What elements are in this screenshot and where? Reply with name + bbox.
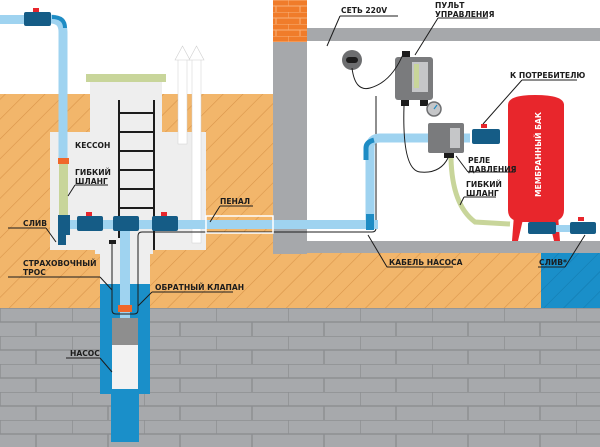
tank-leg-left: [512, 215, 524, 241]
house-brick-wall: [273, 0, 307, 42]
valve-handle: [33, 8, 39, 12]
valve-top: [24, 12, 51, 26]
relay-display: [450, 128, 460, 148]
caisson-lid: [86, 74, 166, 82]
pump-cable: [111, 96, 377, 315]
power-cable: [351, 51, 405, 90]
main-water-pipe: [60, 220, 378, 229]
drain-pit: [541, 252, 600, 309]
rope-anchor: [109, 240, 116, 244]
consumer-valve-handle: [481, 124, 487, 128]
tank-drain-pipe: [556, 225, 570, 232]
label-pressure-relay-1: РЕЛЕ: [468, 156, 490, 165]
panel-connector-1: [401, 100, 409, 106]
label-safety-rope-2: ТРОС: [23, 268, 46, 277]
socket-holes: [346, 57, 358, 63]
penal-sleeve: [205, 215, 274, 234]
relay-cable: [403, 105, 449, 173]
label-flex-hose-left-1: ГИБКИЙ: [75, 168, 111, 177]
control-panel-indicators: [414, 64, 419, 88]
riser-pipe: [120, 222, 130, 318]
label-leaders: [8, 15, 586, 373]
valve-1: [77, 216, 103, 231]
check-valve: [118, 305, 132, 312]
panel-connector-top: [402, 51, 410, 57]
pipe-bend: [51, 15, 67, 29]
tank-valve: [528, 222, 556, 234]
caisson-neck: [90, 82, 162, 134]
flex-hose-right: [448, 157, 511, 227]
pipe-elbow: [363, 137, 375, 160]
inlet-pipe: [0, 15, 30, 24]
flex-hose-left: [59, 164, 68, 220]
vent-pipe-2: [191, 57, 202, 244]
label-flex-hose-right-2: ШЛАНГ: [466, 189, 499, 198]
label-pump: НАСОС: [70, 349, 100, 358]
drain-valve-right: [570, 222, 596, 234]
well-water-lower: [111, 392, 139, 442]
label-drain-left: СЛИВ: [23, 219, 47, 228]
label-flex-hose-right-1: ГИБКИЙ: [466, 180, 502, 189]
drain-valve-handle: [578, 217, 584, 221]
vent-arrow-1: [174, 45, 191, 61]
vertical-pipe: [49, 14, 68, 160]
label-network: СЕТЬ 220V: [341, 6, 387, 15]
label-membrane-tank: МЕМБРАННЫЙ БАК: [534, 111, 543, 197]
tee-fitting: [58, 215, 70, 235]
gauge-needle: [433, 104, 438, 110]
vent-arrow-2: [188, 45, 205, 61]
pipe-elbow-bottom: [366, 214, 374, 230]
label-caisson: КЕССОН: [75, 141, 110, 150]
pump-motor: [112, 318, 138, 345]
vent-pipe-1: [177, 57, 188, 145]
label-safety-rope-1: СТРАХОВОЧНЫЙ: [23, 259, 96, 268]
label-pump-cable: КАБЕЛЬ НАСОСА: [389, 258, 463, 267]
rock-layer: [0, 308, 600, 447]
label-control-panel-1: ПУЛЬТ: [435, 1, 465, 10]
label-to-consumer: К ПОТРЕБИТЕЛЮ: [510, 71, 585, 80]
label-check-valve: ОБРАТНЫЙ КЛАПАН: [155, 283, 244, 292]
membrane-tank: [508, 95, 564, 222]
house-wall: [273, 42, 307, 254]
label-pressure-relay-2: ДАВЛЕНИЯ: [468, 165, 517, 174]
house-ceiling: [307, 28, 600, 41]
house-floor: [273, 241, 600, 253]
relay-connector: [444, 153, 454, 158]
label-flex-hose-left-2: ШЛАНГ: [75, 177, 108, 186]
valve-1-handle: [86, 212, 92, 216]
tee-valve: [113, 216, 139, 231]
valve-2: [152, 216, 178, 231]
hose-coupling: [58, 158, 69, 164]
label-drain-right: СЛИВ*: [539, 258, 567, 267]
panel-connector-2: [420, 100, 428, 106]
consumer-valve: [472, 129, 500, 144]
drain-valve-left: [58, 235, 66, 245]
valve-2-handle: [161, 212, 167, 216]
label-control-panel-2: УПРАВЛЕНИЯ: [435, 10, 495, 19]
label-penal: ПЕНАЛ: [220, 197, 250, 206]
pump-body: [112, 345, 138, 389]
ladder: [118, 100, 155, 250]
